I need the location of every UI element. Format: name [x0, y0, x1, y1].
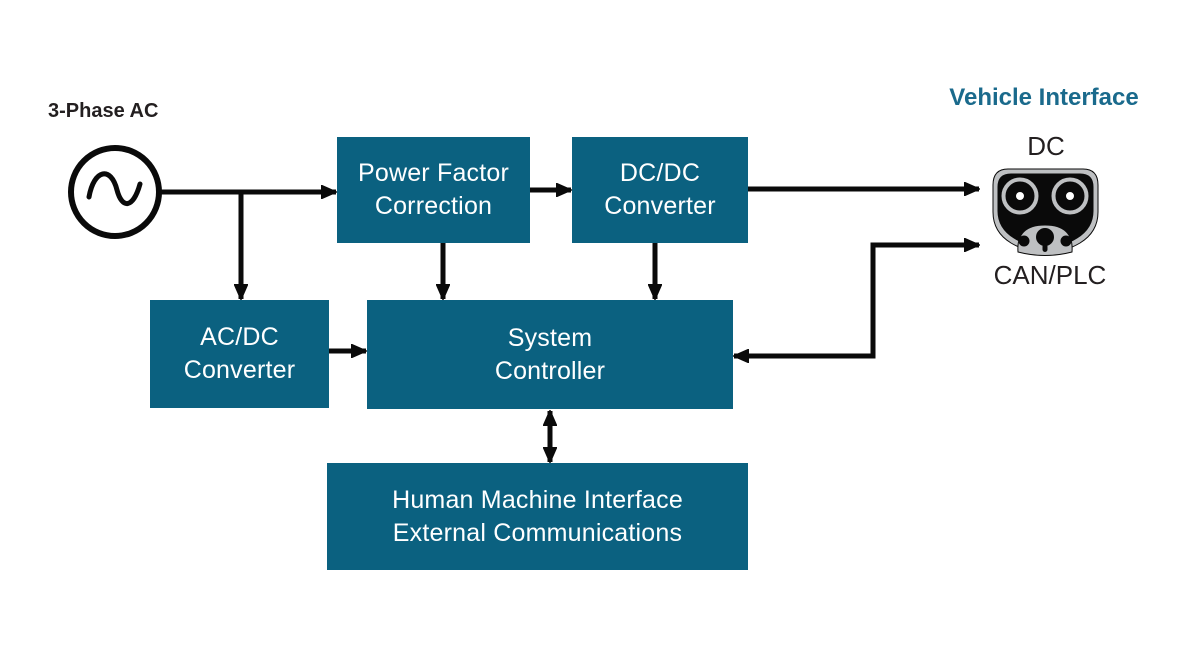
- block-label-line: DC/DC: [619, 159, 701, 187]
- vehicle-interface-title: Vehicle Interface: [949, 84, 1139, 111]
- block-label-line: AC/DC: [200, 323, 279, 351]
- sine-wave-glyph: [86, 171, 143, 206]
- block-label-line: Human Machine Interface: [392, 485, 683, 514]
- block-hmi-external-communications: Human Machine Interface External Communi…: [327, 463, 748, 570]
- dc-port-label: DC: [1027, 131, 1065, 161]
- block-dcdc-converter: DC/DC Converter: [572, 137, 748, 243]
- block-acdc-converter: AC/DC Converter: [150, 300, 329, 408]
- block-label-line: External Communications: [392, 518, 683, 547]
- block-label-line: Correction: [374, 192, 493, 220]
- block-label-line: Controller: [494, 356, 606, 385]
- block-label-line: Power Factor: [357, 159, 510, 187]
- can-plc-port-label: CAN/PLC: [993, 260, 1107, 290]
- arrow-controller-vehicle-canplc: [734, 245, 979, 356]
- block-label-line: Converter: [183, 356, 296, 384]
- block-label-line: Converter: [604, 192, 716, 220]
- block-system-controller: System Controller: [367, 300, 733, 409]
- block-label-line: System: [507, 323, 593, 352]
- flow-arrows: [159, 189, 979, 462]
- block-power-factor-correction: Power Factor Correction: [337, 137, 530, 243]
- ccs-charging-connector-icon: [992, 168, 1099, 256]
- ac-sine-source-icon: [68, 145, 162, 239]
- three-phase-ac-label: 3-Phase AC: [48, 100, 159, 122]
